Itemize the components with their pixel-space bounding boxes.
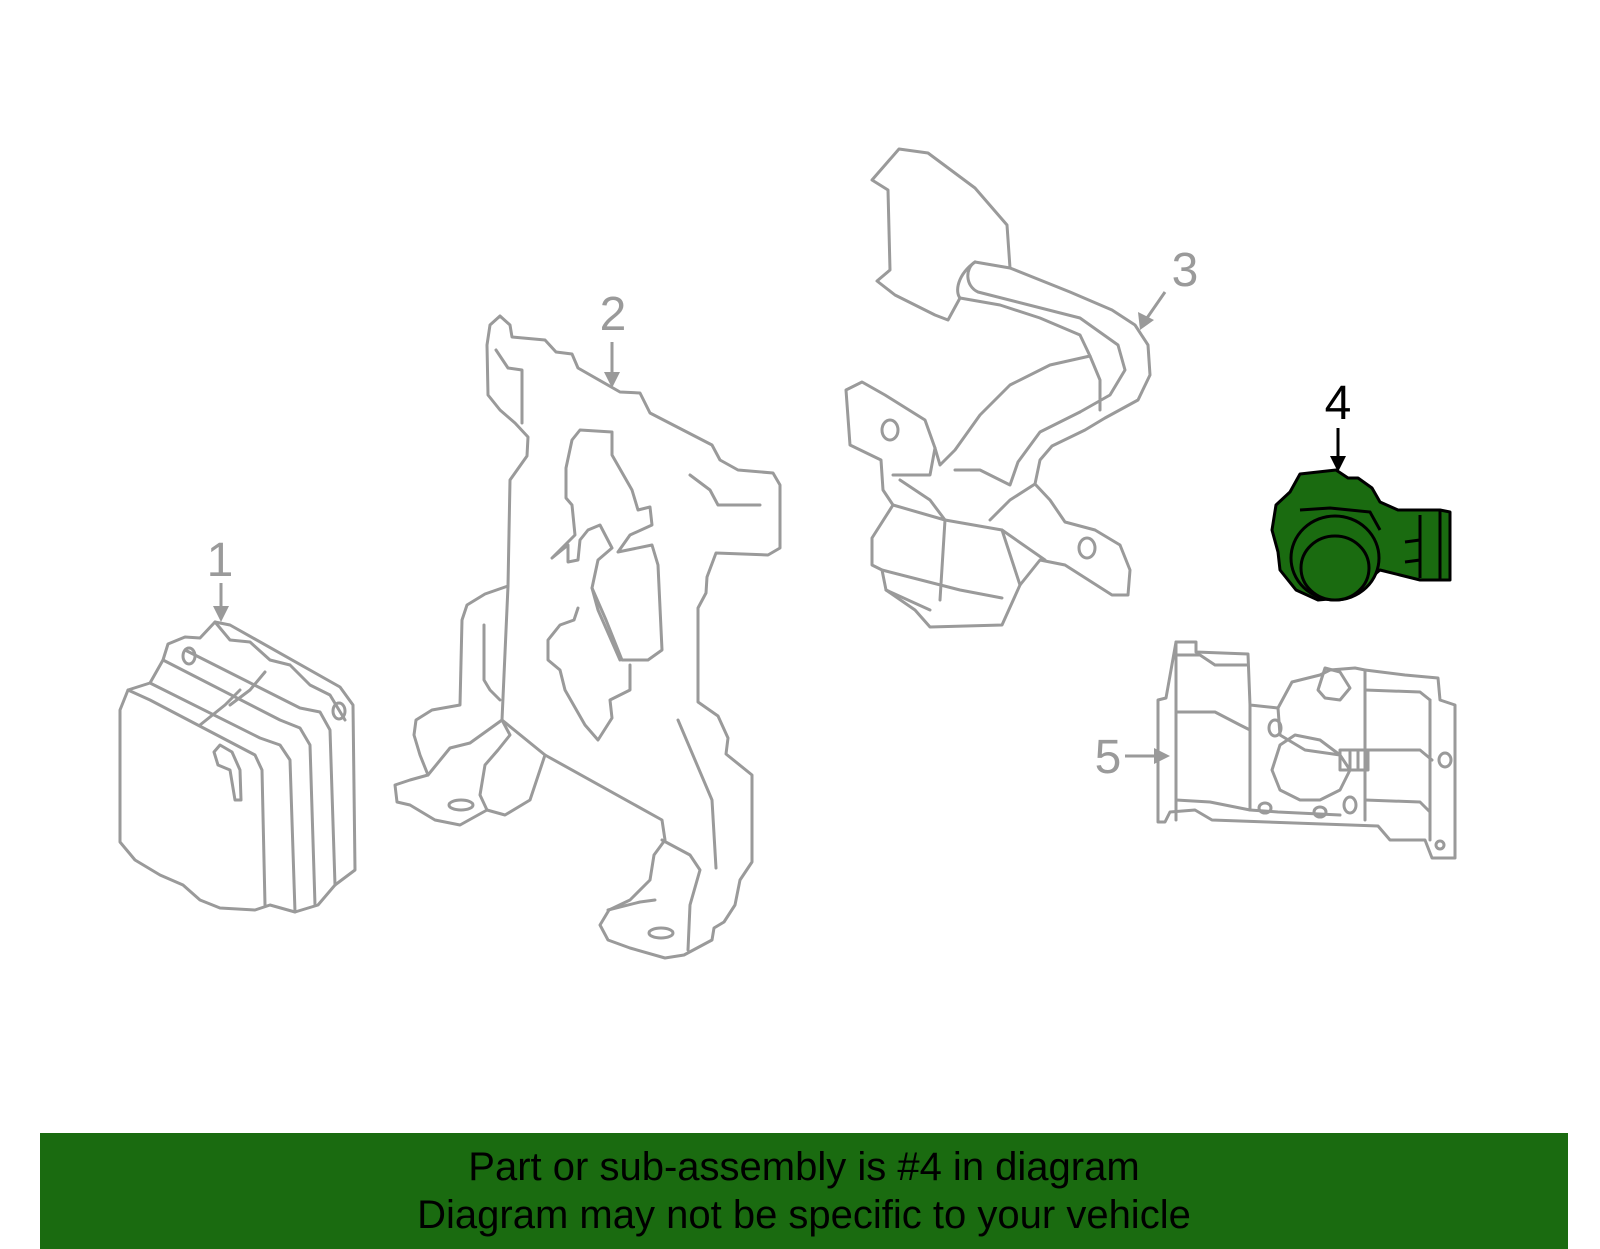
callout-number-5: 5 <box>1095 731 1122 784</box>
callout-number-2: 2 <box>600 288 627 341</box>
callout-2: 2 <box>600 288 627 388</box>
part-4-parking-sensor[interactable] <box>1270 468 1452 602</box>
callout-number-3: 3 <box>1172 244 1199 297</box>
callout-number-1: 1 <box>207 534 234 587</box>
banner-line-part: Part or sub-assembly is #4 in diagram <box>468 1145 1140 1189</box>
arrowhead-icon <box>604 372 620 388</box>
info-banner: Part or sub-assembly is #4 in diagram Di… <box>40 1133 1568 1249</box>
part-5-control-unit[interactable] <box>1156 640 1457 860</box>
callout-3: 3 <box>1138 244 1198 330</box>
arrowhead-icon <box>1154 748 1170 764</box>
arrowhead-icon <box>213 606 229 622</box>
part-1-module[interactable] <box>118 620 357 914</box>
callout-5: 5 <box>1095 731 1170 784</box>
arrowhead-icon <box>1138 312 1154 330</box>
callout-number-4: 4 <box>1325 377 1352 430</box>
part-3-sensor-bracket[interactable] <box>844 147 1152 629</box>
banner-line-disclaimer: Diagram may not be specific to your vehi… <box>417 1193 1191 1237</box>
callout-4: 4 <box>1325 377 1352 472</box>
callout-1: 1 <box>207 534 234 622</box>
arrowhead-icon <box>1330 456 1346 472</box>
part-2-bracket[interactable] <box>393 314 782 960</box>
